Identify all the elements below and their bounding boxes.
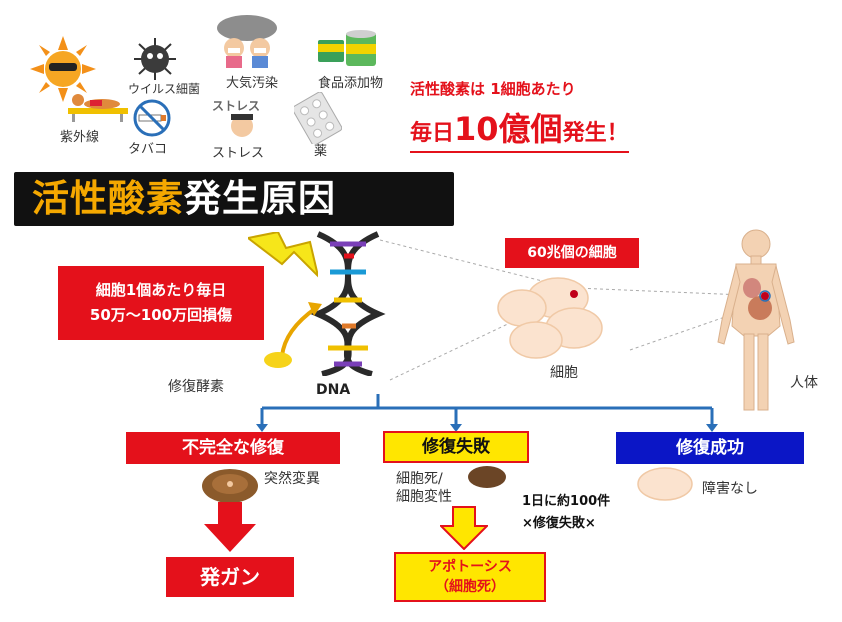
tobacco-label: タバコ bbox=[128, 142, 168, 157]
outcome-repair-failed: 修復失敗 bbox=[383, 431, 529, 463]
outcome-repair-success: 修復成功 bbox=[616, 432, 804, 464]
cell-death-label-1: 細胞死/ bbox=[396, 471, 443, 487]
sunbather-illustration bbox=[64, 86, 134, 128]
pollution-illustration bbox=[214, 14, 280, 72]
repair-enzyme-label: 修復酵素 bbox=[168, 379, 224, 395]
dna-label: DNA bbox=[316, 382, 351, 398]
tobacco-icon bbox=[132, 98, 172, 142]
headline-number: 10億個 bbox=[454, 110, 563, 148]
stress-label: ストレス bbox=[212, 146, 265, 161]
svg-text:ストレス: ストレス bbox=[212, 99, 260, 113]
cells-count-badge: 60兆個の細胞 bbox=[505, 238, 639, 268]
human-body-label: 人体 bbox=[790, 375, 818, 391]
stress-illustration: ストレス bbox=[212, 98, 272, 144]
result-cancer: 発ガン bbox=[166, 557, 294, 597]
apoptosis-line1: アポトーシス bbox=[428, 559, 512, 575]
headline-suffix: 発生！ bbox=[562, 121, 629, 146]
human-body-illustration bbox=[708, 226, 804, 420]
per-day-note-2: ×修復失敗× bbox=[522, 516, 596, 531]
dead-cell-illustration bbox=[466, 464, 508, 494]
result-apoptosis: アポトーシス （細胞死） bbox=[394, 552, 546, 602]
cell-death-label-2: 細胞変性 bbox=[396, 489, 452, 505]
virus-illustration bbox=[130, 36, 180, 86]
healthy-cell-illustration bbox=[636, 466, 694, 506]
cells-cluster-illustration bbox=[496, 276, 608, 366]
title-banner: 活性酸素発生原因 bbox=[14, 172, 454, 226]
damage-line1: 細胞1個あたり毎日 bbox=[95, 281, 227, 299]
mutated-cell-illustration bbox=[200, 466, 260, 510]
damage-line2: 50万〜100万回損傷 bbox=[89, 306, 233, 324]
sun-illustration bbox=[30, 36, 96, 106]
no-problem-label: 障害なし bbox=[702, 481, 758, 497]
banner-part2: 発生原因 bbox=[184, 177, 336, 220]
medicine-illustration bbox=[292, 91, 343, 148]
headline-prefix: 毎日 bbox=[410, 121, 455, 146]
additives-label: 食品添加物 bbox=[318, 76, 384, 91]
dna-illustration bbox=[308, 230, 386, 380]
additives-illustration bbox=[316, 26, 380, 74]
damage-box: 細胞1個あたり毎日 50万〜100万回損傷 bbox=[58, 266, 264, 340]
enzyme-illustration bbox=[262, 298, 324, 374]
virus-label: ウイルス細菌 bbox=[128, 82, 201, 96]
branch-arrows bbox=[256, 394, 718, 432]
down-arrow-yellow bbox=[440, 506, 488, 550]
per-day-note-1: 1日に約100件 bbox=[522, 494, 611, 509]
headline-line1: 活性酸素は 1細胞あたり bbox=[410, 80, 576, 98]
outcome-incomplete-repair: 不完全な修復 bbox=[126, 432, 340, 464]
pollution-label: 大気汚染 bbox=[226, 76, 279, 91]
medicine-label: 薬 bbox=[314, 144, 328, 159]
uv-label: 紫外線 bbox=[60, 130, 100, 145]
banner-part1: 活性酸素 bbox=[32, 177, 184, 220]
down-arrow-red bbox=[204, 502, 256, 552]
mutation-label: 突然変異 bbox=[264, 471, 320, 487]
apoptosis-line2: （細胞死） bbox=[435, 579, 505, 595]
lightning-icon bbox=[245, 230, 320, 282]
headline-line2: 毎日10億個発生！ bbox=[410, 104, 629, 153]
cell-label: 細胞 bbox=[550, 365, 578, 381]
